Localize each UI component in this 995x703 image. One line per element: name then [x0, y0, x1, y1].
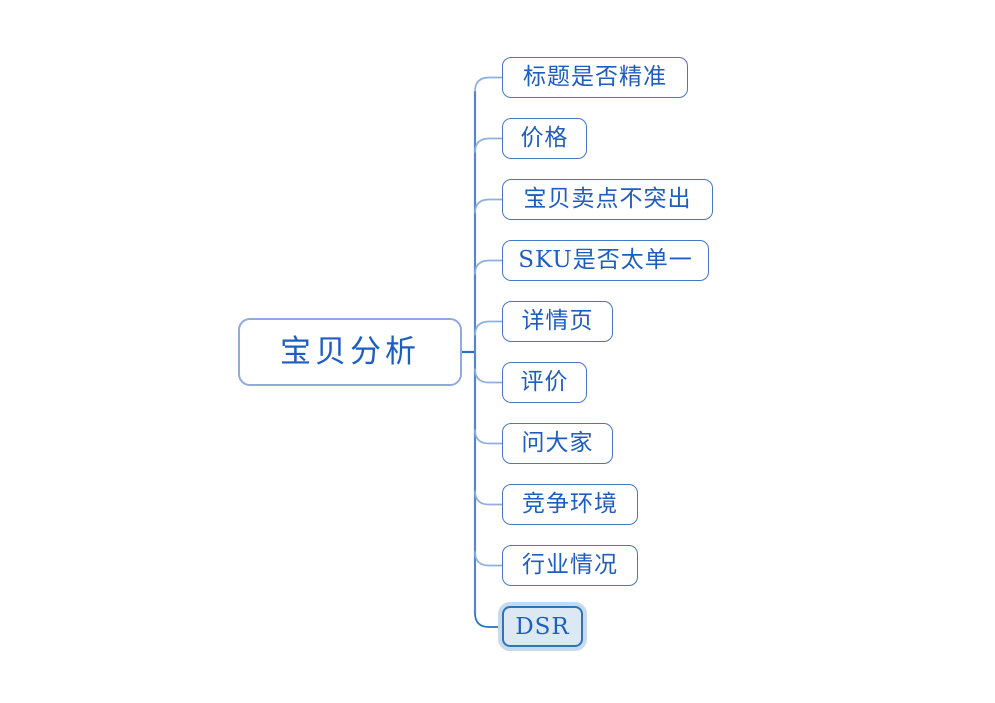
- connector-branch-1: [474, 76, 502, 92]
- connector-branch-3: [474, 198, 502, 214]
- topic-competition[interactable]: 竞争环境: [502, 484, 638, 525]
- topic-title-accuracy[interactable]: 标题是否精准: [502, 57, 688, 98]
- topic-selling-points[interactable]: 宝贝卖点不突出: [502, 179, 713, 220]
- connector-branch-4: [474, 259, 502, 275]
- connector-branch-9: [474, 551, 502, 567]
- connector-branch-10: [474, 612, 498, 628]
- central-topic-product-analysis[interactable]: 宝贝分析: [238, 318, 462, 386]
- topic-sku-variety[interactable]: SKU是否太单一: [502, 240, 709, 281]
- topic-dsr[interactable]: DSR: [502, 606, 583, 647]
- connector-branch-7: [474, 429, 502, 445]
- topic-reviews[interactable]: 评价: [502, 362, 587, 403]
- connector-branch-5: [474, 320, 502, 336]
- topic-ask-everyone[interactable]: 问大家: [502, 423, 613, 464]
- topic-industry-status[interactable]: 行业情况: [502, 545, 638, 586]
- topic-detail-page[interactable]: 详情页: [502, 301, 613, 342]
- topic-price[interactable]: 价格: [502, 118, 587, 159]
- connector-branch-8: [474, 490, 502, 506]
- connector-branch-2: [474, 137, 502, 153]
- connector-branch-6: [474, 368, 502, 384]
